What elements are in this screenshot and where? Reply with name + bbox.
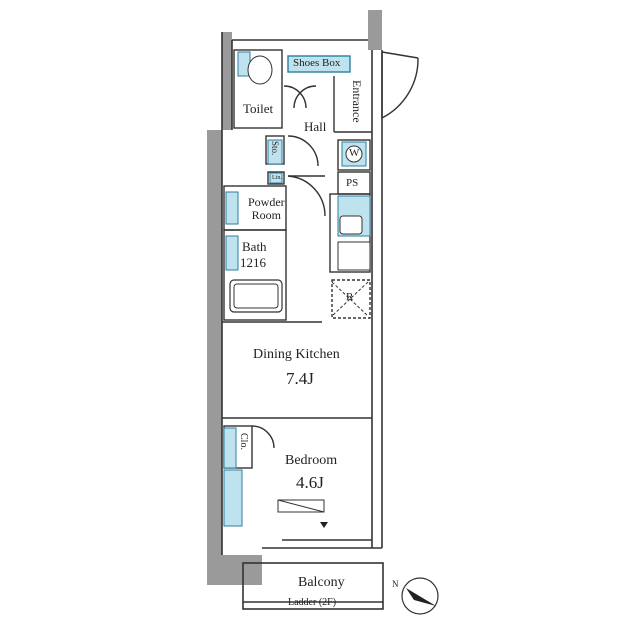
room-label-washer: W: [349, 147, 360, 159]
room-label-bedroom-size: 4.6J: [296, 473, 324, 492]
room-label-storage: Sto.: [270, 141, 280, 156]
room-label-dining-kitchen-size: 7.4J: [286, 369, 314, 388]
exterior-walls: [207, 10, 382, 585]
room-label-dining-kitchen: Dining Kitchen: [253, 347, 340, 362]
room-label-bath-size: 1216: [240, 255, 266, 270]
room-label-bedroom: Bedroom: [285, 453, 338, 468]
room-label-hall: Hall: [304, 119, 327, 134]
room-label-entrance: Entrance: [350, 80, 364, 123]
room-label-ps: PS: [346, 177, 359, 189]
wall-lines: [221, 32, 384, 610]
fixtures: [223, 51, 383, 610]
room-label-shoes-box: Shoes Box: [293, 57, 341, 69]
room-label-refrigerator: R: [346, 291, 354, 303]
room-label-linen: Lin.: [272, 175, 282, 181]
room-label-toilet: Toilet: [243, 101, 274, 116]
room-label-ladder: Ladder (2F): [288, 597, 337, 608]
room-label-closet: Clo.: [238, 433, 249, 450]
room-label-bath: Bath: [242, 239, 267, 254]
room-label-powder-room: Powder Room: [248, 195, 285, 223]
compass-label: N: [392, 579, 399, 589]
room-label-balcony: Balcony: [298, 575, 345, 590]
compass-icon: [401, 577, 439, 615]
